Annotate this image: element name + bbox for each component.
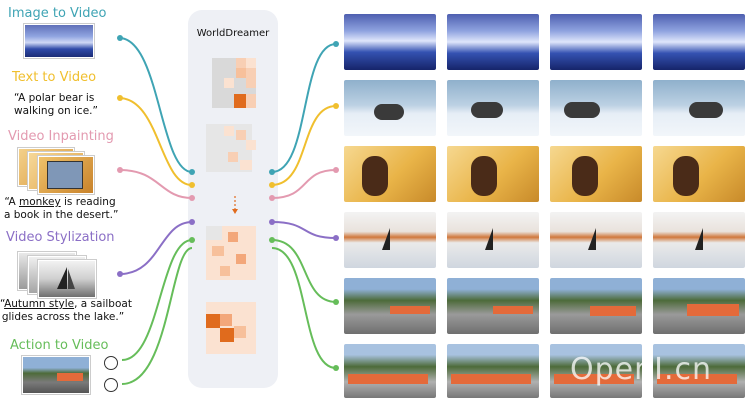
prompt-pre: “ — [0, 298, 5, 310]
output-frame-lake — [344, 14, 436, 70]
sailboat-icon — [588, 228, 596, 250]
input-image-lake — [24, 24, 94, 58]
output-frame-sailboat — [550, 212, 642, 268]
prompt-line-2: a book in the desert.” — [4, 209, 119, 221]
out-connector-text — [271, 105, 337, 186]
monkey — [572, 156, 598, 196]
task-title-video-inpainting: Video Inpainting — [8, 129, 114, 144]
prompt-line-2: glides across the lake.” — [1, 311, 125, 323]
action-steer-icon — [104, 378, 118, 392]
output-frame-monkey — [653, 146, 745, 202]
output-frame-lake — [550, 14, 642, 70]
output-frame-street — [447, 278, 539, 334]
task-title-text-to-video: Text to Video — [12, 70, 97, 85]
action-steer-icon — [104, 356, 118, 370]
barrier — [57, 373, 83, 381]
prompt-style: Autumn style — [4, 298, 75, 310]
output-frame-lake — [447, 14, 539, 70]
bear — [471, 102, 503, 118]
output-frame-street — [344, 344, 436, 398]
sailboat-icon — [695, 228, 703, 250]
inpainting-prompt: “A monkey is reading a book in the deser… — [4, 196, 119, 222]
action-input-street — [22, 356, 90, 394]
output-frame-polar-bear — [344, 80, 436, 136]
out-connector-action-2 — [271, 247, 337, 369]
stylization-input-stack — [18, 252, 98, 298]
out-connector-stylize — [271, 221, 337, 239]
token-grid-3 — [206, 226, 256, 280]
barrier — [657, 374, 737, 384]
token-grid-2 — [206, 124, 256, 172]
connector-action-2 — [121, 247, 193, 385]
task-title-video-stylization: Video Stylization — [6, 230, 115, 245]
bear — [564, 102, 600, 118]
output-frame-street — [550, 278, 642, 334]
watermark: OpenI.cn — [570, 352, 713, 387]
frame-front — [38, 156, 94, 194]
prompt-line-1: “Autumn style, a sailboat — [0, 298, 132, 311]
mask-box — [47, 161, 83, 189]
model-name: WorldDreamer — [196, 28, 270, 39]
monkey — [673, 156, 699, 196]
prompt-line-2: walking on ice.” — [14, 105, 98, 117]
sailboat-icon — [57, 267, 75, 289]
sailboat-icon — [485, 228, 493, 250]
frame-front — [38, 260, 96, 298]
out-connector-inpaint — [271, 169, 337, 199]
sailboat-icon — [382, 228, 390, 250]
connector-action-1 — [121, 239, 193, 361]
connector-image — [119, 37, 193, 173]
output-frame-street — [447, 344, 539, 398]
monkey — [362, 156, 388, 196]
output-frame-street — [653, 278, 745, 334]
token-grid-4 — [206, 302, 256, 354]
barrier — [687, 304, 739, 316]
prompt-subject: monkey — [18, 196, 61, 208]
down-arrow — [232, 196, 238, 214]
output-frame-monkey — [447, 146, 539, 202]
output-frame-sailboat — [447, 212, 539, 268]
output-frame-street — [344, 278, 436, 334]
prompt-line-1: “A polar bear is — [14, 92, 95, 104]
output-frame-street — [653, 344, 745, 398]
prompt-post: , a sailboat — [74, 298, 132, 310]
barrier — [590, 306, 636, 316]
output-frame-street — [550, 344, 642, 398]
prompt-pre: “A — [4, 196, 19, 208]
task-title-action-to-video: Action to Video — [10, 338, 109, 353]
barrier — [554, 374, 634, 384]
bear — [374, 104, 404, 120]
bear — [689, 102, 723, 118]
out-connector-image — [271, 43, 337, 173]
barrier — [390, 306, 430, 314]
output-frame-monkey — [550, 146, 642, 202]
out-connector-action-1 — [271, 239, 337, 303]
barrier — [348, 374, 428, 384]
prompt-post: is reading — [60, 196, 116, 208]
connector-inpaint — [119, 169, 193, 199]
stylization-prompt: “Autumn style, a sailboat glides across … — [0, 298, 132, 324]
inpainting-input-stack — [18, 148, 98, 194]
barrier — [493, 306, 533, 314]
connector-text — [119, 97, 193, 186]
connector-stylize — [119, 221, 193, 275]
text-to-video-prompt: “A polar bear is walking on ice.” — [14, 92, 98, 118]
output-frame-polar-bear — [653, 80, 745, 136]
output-frame-sailboat — [653, 212, 745, 268]
monkey — [471, 156, 497, 196]
task-title-image-to-video: Image to Video — [8, 6, 107, 21]
token-grid-1 — [212, 58, 256, 108]
output-frame-polar-bear — [447, 80, 539, 136]
output-frame-lake — [653, 14, 745, 70]
output-frame-polar-bear — [550, 80, 642, 136]
output-frame-monkey — [344, 146, 436, 202]
barrier — [451, 374, 531, 384]
prompt-line-1: “A monkey is reading — [4, 196, 116, 209]
output-frame-sailboat — [344, 212, 436, 268]
